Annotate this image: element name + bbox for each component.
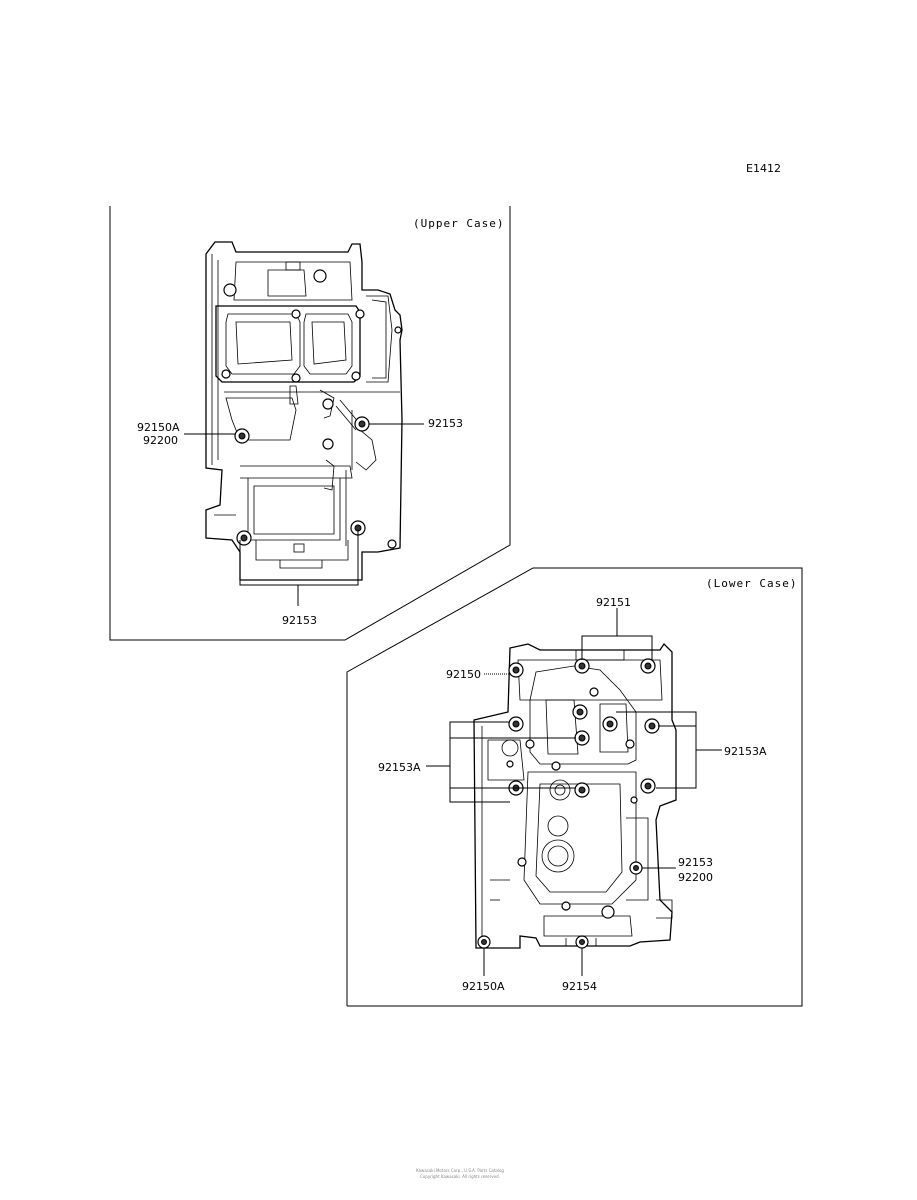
upper-case-title: (Upper Case) <box>413 217 504 230</box>
upper-case-frame <box>109 206 511 641</box>
label-92153a-left: 92153A <box>378 761 421 774</box>
label-92151: 92151 <box>596 596 631 609</box>
lower-crankcase-drawing <box>473 642 677 949</box>
label-92150a-lower: 92150A <box>462 980 505 993</box>
footer-line-1: Kawasaki Motors Corp., U.S.A. Parts Cata… <box>416 1168 504 1173</box>
label-92200-upper: 92200 <box>143 434 178 447</box>
lower-case-bolts <box>477 658 660 949</box>
copyright-footer: Kawasaki Motors Corp., U.S.A. Parts Cata… <box>300 1168 620 1180</box>
label-92153-lower: 92153 <box>678 856 713 869</box>
label-92200-lower: 92200 <box>678 871 713 884</box>
upper-case-leaders <box>184 423 424 606</box>
label-92153-upper-right: 92153 <box>428 417 463 430</box>
label-92153a-right: 92153A <box>724 745 767 758</box>
upper-case-bolts <box>221 269 402 549</box>
label-92153-upper-bottom: 92153 <box>282 614 317 627</box>
footer-line-2: Copyright Kawasaki. All rights reserved. <box>420 1174 500 1179</box>
lower-case-title: (Lower Case) <box>706 577 797 590</box>
lower-case-frame <box>346 567 803 1007</box>
lower-case-leaders <box>426 608 722 976</box>
label-92150a-upper: 92150A <box>137 421 180 434</box>
label-92150: 92150 <box>446 668 481 681</box>
figure-code: E1412 <box>746 162 781 175</box>
label-92154: 92154 <box>562 980 597 993</box>
